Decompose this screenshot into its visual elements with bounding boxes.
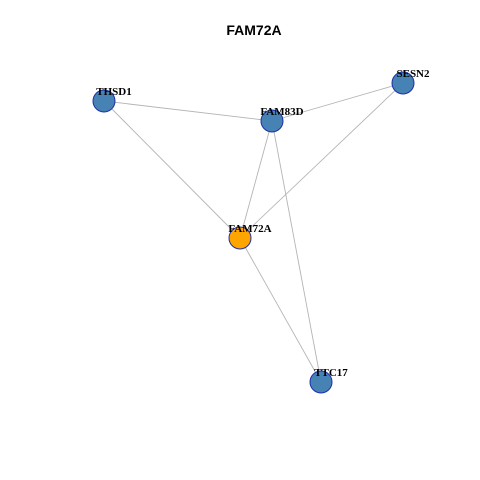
edge-fam83d-sesn2 — [271, 82, 404, 122]
edge-thsd1-fam83d — [103, 100, 273, 122]
node-ttc17 — [309, 370, 333, 394]
node-sesn2 — [391, 71, 415, 95]
node-thsd1 — [92, 89, 116, 113]
node-label-sesn2: SESN2 — [396, 68, 430, 80]
edge-thsd1-fam72a — [103, 100, 241, 239]
node-fam83d — [260, 109, 284, 133]
graph-title: FAM72A — [226, 22, 281, 38]
edge-fam72a-ttc17 — [239, 237, 322, 383]
edge-fam83d-fam72a — [239, 120, 273, 239]
edge-sesn2-fam72a — [239, 82, 404, 239]
node-label-thsd1: THSD1 — [96, 86, 131, 98]
node-label-fam83d: FAM83D — [260, 106, 303, 118]
node-fam72a — [228, 226, 252, 250]
node-label-fam72a: FAM72A — [228, 223, 271, 235]
node-layer — [92, 71, 415, 394]
edge-fam83d-ttc17 — [271, 120, 322, 383]
node-label-ttc17: TTC17 — [314, 367, 348, 379]
edge-layer — [103, 82, 404, 383]
